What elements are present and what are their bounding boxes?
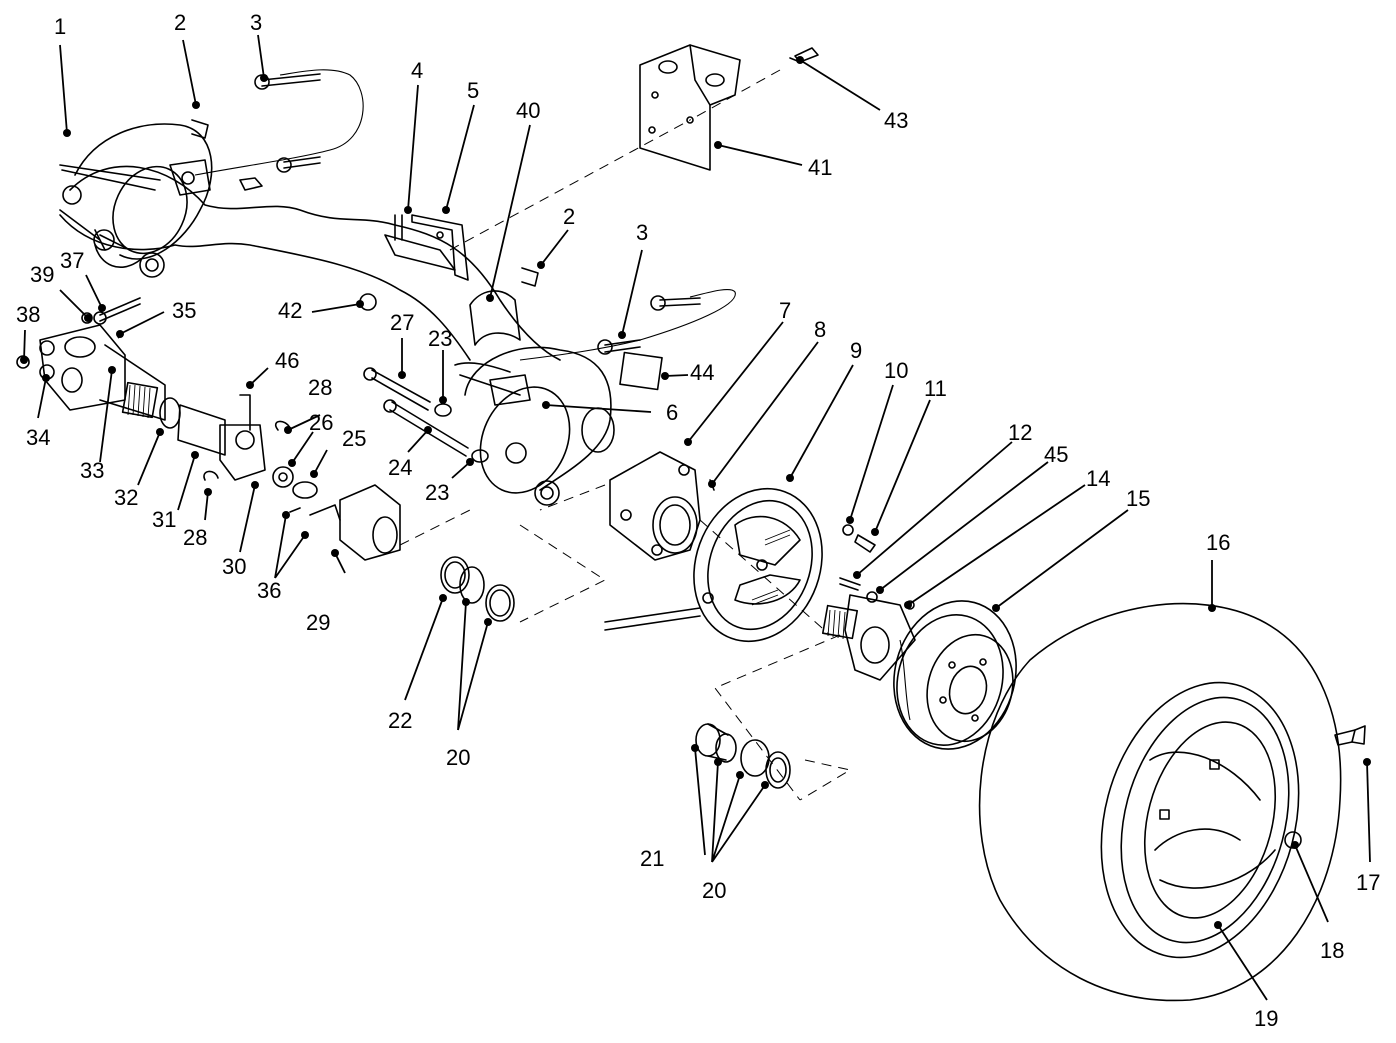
driveshaft-assembly <box>16 297 318 499</box>
callout-9: 9 <box>850 338 862 363</box>
callout-36: 36 <box>257 578 281 603</box>
bearing-set-inner <box>440 524 607 623</box>
callout-2-left: 2 <box>174 10 186 35</box>
callout-31: 31 <box>152 507 176 532</box>
callout-8: 8 <box>814 317 826 342</box>
assembly-centerline <box>449 69 781 251</box>
callout-33: 33 <box>80 458 104 483</box>
mount-bracket <box>639 44 741 171</box>
decal <box>619 351 663 391</box>
callout-6: 6 <box>666 400 678 425</box>
callout-44: 44 <box>690 360 714 385</box>
callout-28-upper: 28 <box>308 375 332 400</box>
callout-21: 21 <box>640 846 664 871</box>
callout-42: 42 <box>278 298 302 323</box>
callout-12: 12 <box>1008 420 1032 445</box>
callout-22: 22 <box>388 708 412 733</box>
callout-30: 30 <box>222 554 246 579</box>
bolt-set <box>191 47 819 355</box>
callout-24: 24 <box>388 455 412 480</box>
callout-32: 32 <box>114 485 138 510</box>
callout-15: 15 <box>1126 486 1150 511</box>
callout-39: 39 <box>30 262 54 287</box>
axle-hub <box>714 524 916 801</box>
parts-artwork <box>16 44 1366 1002</box>
callout-40: 40 <box>516 98 540 123</box>
callout-29: 29 <box>306 610 330 635</box>
callout-17: 17 <box>1356 870 1380 895</box>
callout-23-lower: 23 <box>425 480 449 505</box>
callout-4: 4 <box>411 58 423 83</box>
assembly-centerline-2 <box>399 509 471 546</box>
brake-drum <box>893 600 1017 750</box>
callout-27: 27 <box>390 310 414 335</box>
bearing-set-outer <box>695 723 852 801</box>
callout-41: 41 <box>808 155 832 180</box>
callout-10: 10 <box>884 358 908 383</box>
leader-lines <box>20 34 1371 1001</box>
callout-5: 5 <box>467 78 479 103</box>
tire-and-wheel <box>978 602 1366 1002</box>
callout-37: 37 <box>60 248 84 273</box>
callout-34: 34 <box>26 425 50 450</box>
callout-28-lower: 28 <box>183 525 207 550</box>
callout-20-inner: 20 <box>446 745 470 770</box>
callout-3-right: 3 <box>636 220 648 245</box>
coupling <box>289 484 401 561</box>
callout-23-upper: 23 <box>428 326 452 351</box>
callout-14: 14 <box>1086 466 1110 491</box>
callout-19: 19 <box>1254 1006 1278 1031</box>
callout-2-right: 2 <box>563 204 575 229</box>
callout-26: 26 <box>309 410 333 435</box>
callout-labels: 1 2 3 4 5 40 2 3 6 7 8 9 10 11 12 45 14 … <box>16 10 1380 1031</box>
axle-housing <box>59 69 736 506</box>
callout-11: 11 <box>924 376 947 401</box>
callout-1: 1 <box>54 14 66 39</box>
callout-43: 43 <box>884 108 908 133</box>
callout-35: 35 <box>172 298 196 323</box>
callout-38: 38 <box>16 302 40 327</box>
callout-7: 7 <box>779 298 791 323</box>
callout-20-outer: 20 <box>702 878 726 903</box>
callout-18: 18 <box>1320 938 1344 963</box>
callout-3-left: 3 <box>250 10 262 35</box>
brake-backing-plate <box>604 479 823 643</box>
callout-25: 25 <box>342 426 366 451</box>
callout-16: 16 <box>1206 530 1230 555</box>
callout-46: 46 <box>275 348 299 373</box>
callout-45: 45 <box>1044 442 1068 467</box>
